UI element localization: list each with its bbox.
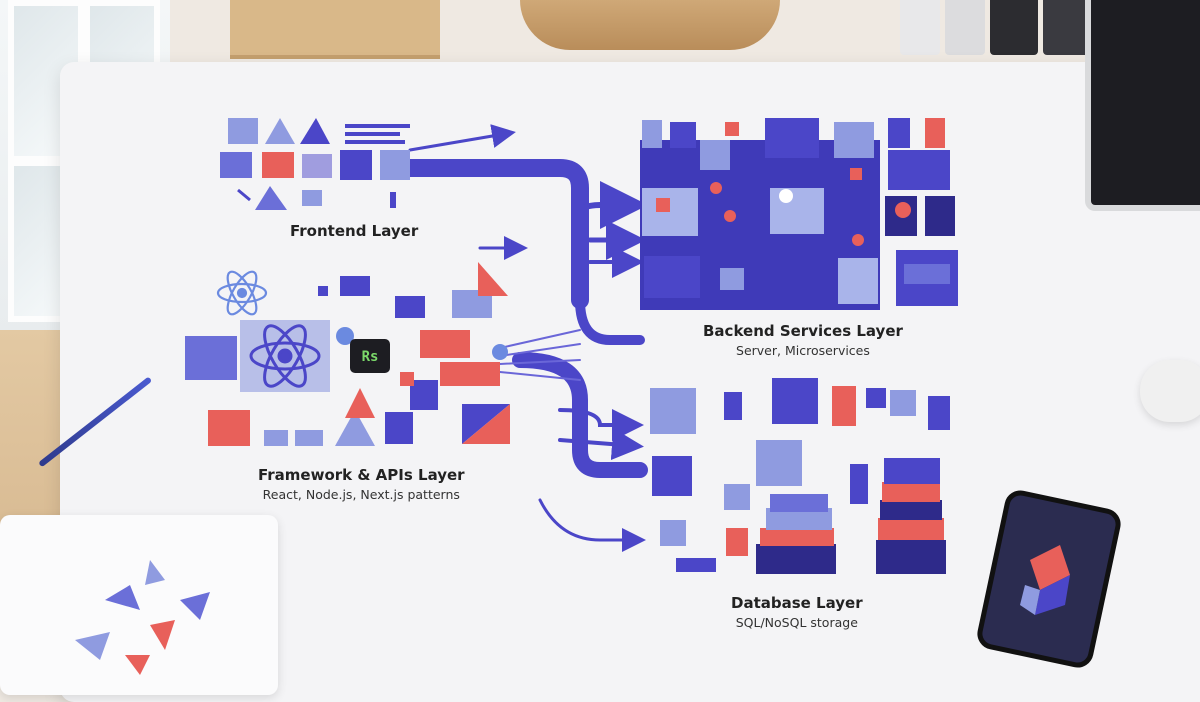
- framework-blocks: [185, 262, 510, 446]
- plant-pot: [1140, 360, 1200, 422]
- layer-subtitle: Server, Microservices: [736, 343, 870, 358]
- backend-layer-label: Backend Services Layer Server, Microserv…: [703, 322, 903, 358]
- binder: [945, 0, 985, 55]
- binder: [1043, 0, 1091, 55]
- frontend-blocks: [220, 118, 410, 210]
- layer-title: Frontend Layer: [290, 222, 419, 240]
- database-blocks: [650, 378, 950, 574]
- framework-layer-label: Framework & APIs Layer React, Node.js, N…: [258, 466, 465, 502]
- wooden-shelf: [230, 0, 440, 59]
- binder: [900, 0, 940, 55]
- frontend-layer-label: Frontend Layer: [290, 222, 418, 240]
- database-stack: [876, 458, 946, 574]
- layer-title: Framework & APIs Layer: [258, 466, 465, 484]
- layer-subtitle: React, Node.js, Next.js patterns: [262, 487, 460, 502]
- phone-screen-art: [1020, 545, 1070, 615]
- layer-title: Database Layer: [731, 594, 863, 612]
- binder: [990, 0, 1038, 55]
- database-layer-label: Database Layer SQL/NoSQL storage: [731, 594, 863, 630]
- layer-title: Backend Services Layer: [703, 322, 903, 340]
- react-atom-icon: [249, 324, 321, 388]
- rust-badge: Rs: [361, 349, 379, 365]
- architecture-diagram: [75, 118, 1070, 675]
- chair: [520, 0, 780, 50]
- flow-lines: [401, 124, 648, 552]
- notebook-sketch: [75, 560, 210, 675]
- backend-blocks: [640, 118, 958, 310]
- react-atom-icon: [216, 270, 268, 316]
- layer-subtitle: SQL/NoSQL storage: [735, 615, 858, 630]
- database-stack: [756, 494, 836, 574]
- monitor: [1085, 0, 1200, 211]
